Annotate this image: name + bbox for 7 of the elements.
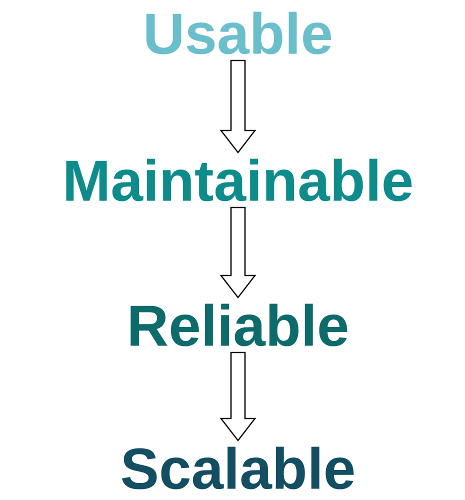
heading-word: Maintainable xyxy=(66,158,412,202)
block-arrow xyxy=(220,352,256,442)
block-arrow xyxy=(220,206,256,299)
block-arrow xyxy=(220,60,256,154)
heading-word: Scalable xyxy=(122,446,354,490)
heading-word: Usable xyxy=(146,12,332,54)
heading-word: Reliable xyxy=(130,304,348,346)
